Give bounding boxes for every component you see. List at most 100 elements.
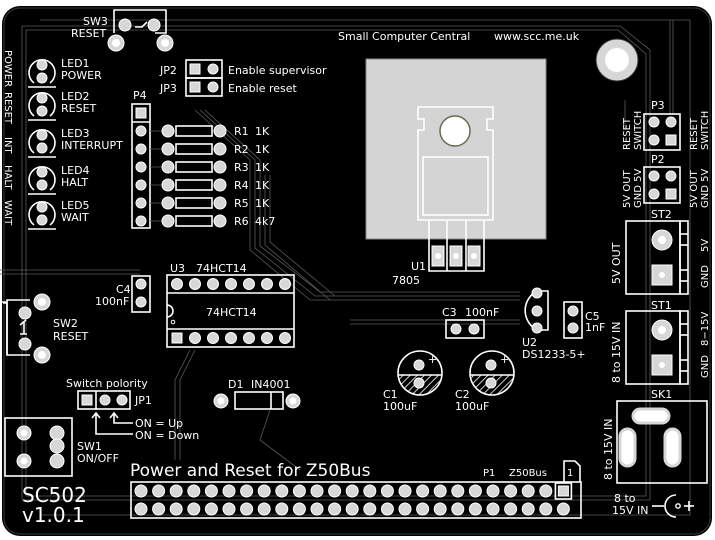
p1-pin	[204, 502, 218, 516]
side-label-int: INT	[2, 137, 13, 154]
c2-ref: C2	[455, 388, 470, 401]
copper-traces	[0, 19, 691, 516]
resistor-ref: R4	[234, 179, 249, 192]
u3-pin	[225, 278, 237, 290]
p1-pin	[398, 502, 412, 516]
st2-pin-b: GND	[700, 265, 711, 288]
p2-ref: P2	[651, 153, 665, 166]
sw2-reset-switch[interactable]: SW2 RESET	[2, 293, 89, 364]
p1-pin	[486, 502, 500, 516]
p1-pin	[134, 484, 148, 498]
resistor-value: 1K	[255, 143, 270, 156]
p2-left-2: GND 5V	[633, 169, 644, 208]
side-label-halt: HALT	[2, 165, 13, 191]
resistor-value: 1K	[255, 197, 270, 210]
u1-ref: U1	[411, 260, 426, 273]
p4-pin	[135, 143, 147, 155]
st2-terminal[interactable]: ST2 5V OUT 5V GND	[610, 208, 711, 295]
p1-pin	[504, 502, 518, 516]
u3-pin	[243, 332, 255, 344]
c2-plus: +	[500, 353, 509, 366]
p1-pin	[380, 502, 394, 516]
p1-pin	[292, 502, 306, 516]
jp3-jumper[interactable]: JP3 Enable reset	[159, 77, 298, 97]
u3-pin	[189, 278, 201, 290]
p2-right-2: GND 5V	[700, 169, 711, 208]
sw1-ref: SW1	[77, 440, 102, 453]
jp1-ref: JP1	[134, 394, 152, 407]
u2-supervisor: U2 DS1233-5+	[522, 287, 586, 361]
resistor-r5: R5 1K	[150, 196, 270, 210]
st1-side-label: 8 to 15V IN	[610, 321, 623, 383]
led-label: INTERRUPT	[61, 139, 123, 152]
p3-header[interactable]: P3 RESET SWITCH RESET SWITCH	[622, 99, 711, 151]
st2-ref: ST2	[651, 208, 672, 221]
resistor-ref: R5	[234, 197, 249, 210]
led-label: POWER	[61, 69, 102, 82]
c2-capacitor: + C2 100uF	[455, 350, 515, 413]
resistor-value: 4k7	[255, 215, 275, 228]
resistor-value: 1K	[255, 179, 270, 192]
led-label: RESET	[61, 102, 97, 115]
p1-pin	[292, 484, 306, 498]
jp1-jumper[interactable]: Switch polority JP1 ON = Up ON = Down	[66, 377, 199, 442]
u3-pin	[243, 278, 255, 290]
c4-capacitor: C4 100nF	[95, 275, 151, 313]
p1-pin	[416, 502, 430, 516]
p4-pin	[135, 215, 147, 227]
u3-pin	[225, 332, 237, 344]
sk1-dc-jack[interactable]: SK1 8 to 15V IN 8 to 15V IN	[602, 388, 708, 518]
p2-left-1: 5V OUT	[622, 169, 633, 208]
u3-ref: U3	[170, 262, 185, 275]
sw1-label: ON/OFF	[77, 452, 119, 465]
p1-pin	[363, 484, 377, 498]
p1-pin	[187, 502, 201, 516]
side-label-wait: WAIT	[2, 200, 13, 226]
p1-pin	[310, 484, 324, 498]
led-ref: LED5	[61, 199, 90, 212]
jp2-ref: JP2	[159, 64, 177, 77]
p1-pin	[134, 502, 148, 516]
p1-pin	[398, 484, 412, 498]
p4-pin	[135, 179, 147, 191]
p1-pin	[240, 502, 254, 516]
p1-pin	[222, 502, 236, 516]
sk1-dc-label-2: 15V IN	[612, 504, 649, 517]
p3-right-1: RESET	[689, 117, 700, 150]
p1-pin	[169, 502, 183, 516]
jp2-jumper[interactable]: JP2 Enable supervisor	[159, 59, 327, 79]
u1-regulator: U1 7805	[365, 58, 547, 287]
p1-pin	[363, 502, 377, 516]
p4-ref: P4	[133, 89, 147, 102]
c3-ref: C3	[442, 306, 457, 319]
sw3-ref: SW3	[83, 15, 108, 28]
u3-pin	[261, 278, 273, 290]
p4-header[interactable]: P4	[131, 89, 151, 229]
mounting-hole	[595, 38, 639, 82]
p1-pin	[451, 484, 465, 498]
u3-pin	[207, 332, 219, 344]
c5-ref: C5	[585, 310, 600, 323]
c5-value: 1nF	[585, 321, 605, 334]
st1-terminal[interactable]: ST1 8 to 15V IN 8−15V GND	[610, 299, 711, 385]
u3-pin	[207, 278, 219, 290]
sw1-onoff-switch[interactable]: SW1 ON/OFF	[4, 417, 119, 477]
c1-value: 100uF	[383, 400, 417, 413]
p1-pin	[257, 484, 271, 498]
led-ref: LED3	[61, 127, 90, 140]
p1-pin	[416, 484, 430, 498]
p1-pin	[275, 484, 289, 498]
p1-z50bus-connector[interactable]: P1 Z50Bus 1	[130, 460, 582, 519]
c5-capacitor: C5 1nF	[563, 301, 605, 339]
c3-capacitor: C3 100nF	[442, 306, 499, 339]
resistor-ref: R1	[234, 125, 249, 138]
p3-left-2: SWITCH	[633, 111, 644, 150]
p2-header[interactable]: P2 5V OUT GND 5V 5V OUT GND 5V	[622, 153, 711, 208]
st2-side-label: 5V OUT	[610, 242, 623, 284]
p1-pin	[240, 484, 254, 498]
sw3-reset-switch[interactable]: SW3 RESET	[71, 9, 174, 52]
